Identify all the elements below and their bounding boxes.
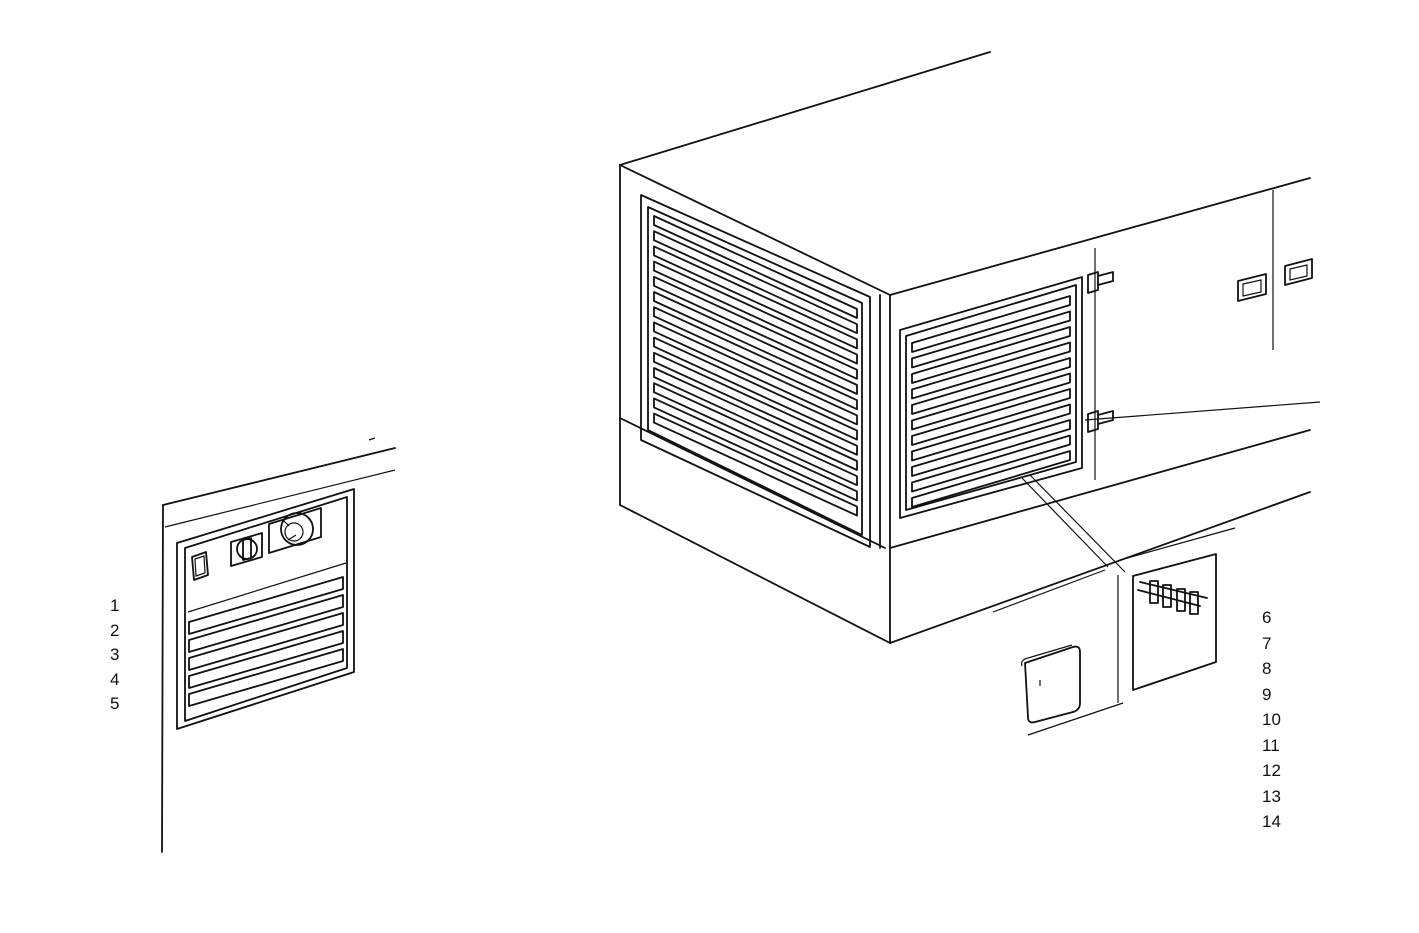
callout-number-left: 2: [110, 620, 120, 640]
louvre-slat: [911, 388, 1071, 446]
louvre-slat: [653, 367, 858, 471]
terminal-strip-icon: [1137, 580, 1208, 615]
louvre-slat: [911, 419, 1071, 477]
terminal-detail: [992, 553, 1217, 736]
callout-number-left: 5: [110, 694, 120, 713]
callout-number-left: 4: [110, 669, 120, 689]
louvre-slat: [911, 450, 1071, 508]
side-louvres: [911, 295, 1071, 508]
louvre-slat: [653, 412, 858, 517]
louvre-slat: [653, 291, 858, 395]
rotary-switch-icon: [230, 532, 263, 567]
louvre-slat: [911, 434, 1071, 493]
panel-louvres: [188, 576, 344, 707]
louvre-slat: [653, 397, 858, 502]
louvre-slat: [653, 275, 858, 380]
callout-number-right: 13: [1262, 786, 1281, 806]
louvre-slat: [911, 310, 1071, 369]
louvre-slat: [653, 306, 858, 411]
front-louvre-grille: [640, 194, 871, 548]
louvre-slat: [653, 336, 858, 441]
power-socket-icon: [268, 507, 322, 554]
enclosure: [619, 51, 1321, 644]
callout-number-left: 1: [110, 596, 120, 615]
louvre-slat: [911, 341, 1071, 400]
front-louvres: [653, 215, 858, 517]
side-louvre-door: [899, 276, 1083, 519]
louvre-slat: [653, 215, 858, 319]
louvre-slat: [911, 326, 1071, 384]
callout-number-right: 6: [1262, 608, 1272, 627]
door-lock-icon: [1284, 258, 1313, 286]
louvre-slat: [653, 351, 858, 456]
callout-number-right: 10: [1262, 710, 1281, 729]
louvre-slat: [653, 321, 858, 426]
callout-number-left: 3: [110, 645, 120, 664]
callout-number-right: 9: [1262, 684, 1272, 704]
louvre-slat: [911, 295, 1071, 353]
louvre-slat: [911, 372, 1071, 431]
louvre-slat: [653, 230, 858, 335]
louvre-slat: [653, 260, 858, 365]
hinge-icon: [1087, 271, 1114, 294]
louvre-slat: [653, 382, 858, 487]
callout-number-right: 12: [1262, 761, 1281, 780]
louvre-slat: [911, 403, 1071, 462]
louvre-slat: [653, 245, 858, 350]
door-lock-icon: [1237, 273, 1267, 302]
callout-number-right: 8: [1262, 659, 1272, 678]
hinge-icon: [1087, 410, 1114, 433]
callout-number-right: 11: [1262, 735, 1280, 755]
junction-box-icon: [1021, 644, 1081, 724]
indicator-lamp-icon: [191, 551, 209, 581]
callout-number-right: 7: [1262, 633, 1272, 653]
callout-number-right: 14: [1262, 812, 1281, 831]
control-panel-detail: [161, 437, 396, 853]
louvre-slat: [911, 357, 1071, 415]
